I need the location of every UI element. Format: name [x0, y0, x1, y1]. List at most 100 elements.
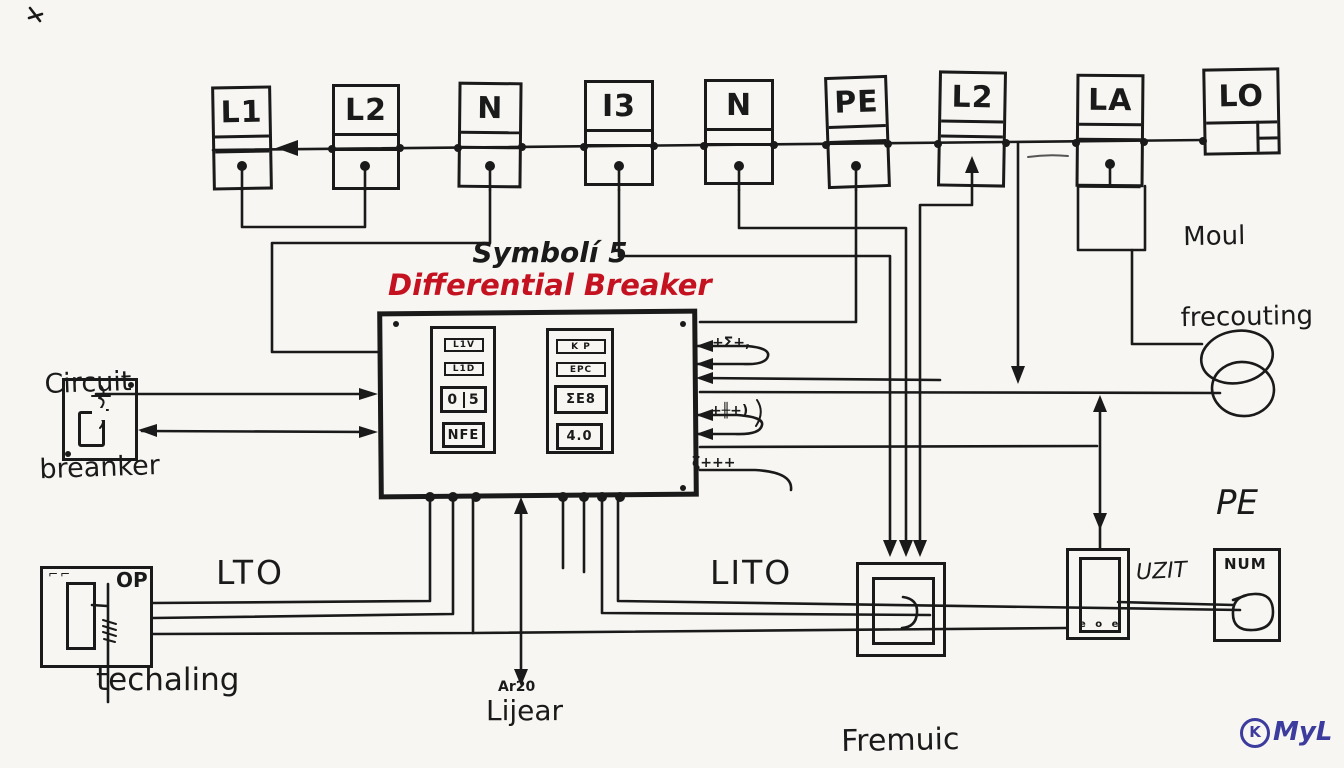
terminal-block-n5: N [704, 79, 774, 185]
fremuic-arrowhead-3 [913, 540, 927, 557]
breaker-to-coil-wire [698, 390, 1222, 395]
n3-to-breaker-wire [270, 188, 492, 354]
right-arrow-up [1093, 395, 1107, 412]
techaling-label: techaling [96, 662, 240, 698]
signature-name: MyL [1273, 717, 1333, 748]
breaker-squiggle-3 [698, 468, 793, 492]
stray-mark [27, 6, 44, 23]
techaling-box [40, 566, 153, 668]
uzit-eoe-marks: e o e [1079, 619, 1122, 630]
terminal-block-pe: PE [824, 74, 891, 190]
terminal-label: N [707, 82, 771, 131]
fremuic-arrowhead-2 [899, 540, 913, 557]
bottom-wire-3-right [471, 626, 1068, 635]
terminal-block-lo: LO [1202, 67, 1281, 156]
bus-drop-arrowhead [1011, 366, 1025, 384]
ar20-label: Ar20 [498, 679, 536, 695]
breaker-right-wire [698, 376, 942, 382]
terminal-label: L1 [214, 88, 269, 139]
circuit-breaker-box [62, 378, 138, 461]
pe-label: PE [1216, 483, 1258, 523]
l2b-drop-wire [918, 160, 974, 546]
arrowheads [138, 140, 1107, 686]
breaker-loop-1 [695, 344, 770, 366]
lo-step-line-2 [1256, 136, 1278, 140]
op-label: OP [116, 568, 148, 592]
i3-drop-wire [617, 188, 892, 546]
center-arrow-down [514, 669, 528, 686]
breaker-to-uzit-wire [698, 444, 1099, 449]
differential-breaker-title: Differential Breaker [388, 268, 712, 302]
fremuic-label: Fremuic panel [840, 721, 960, 760]
pe-to-breaker-wire [698, 188, 858, 324]
l1-l2-link-wire [240, 188, 367, 229]
side-scribble-3: ζ+++ [692, 455, 736, 471]
uzit-label: UZIT [1135, 557, 1188, 586]
breaker-display-row: K P [556, 339, 606, 354]
fremuic-inner-box [872, 577, 935, 645]
fremuic-hook-icon [900, 595, 919, 630]
bottom-wire-1 [151, 495, 432, 605]
terminal-block-l2: L2 [332, 84, 400, 190]
uzit-inner-box [1079, 557, 1121, 633]
breaker-loop-2 [695, 413, 764, 436]
lto-label: LTO [216, 553, 285, 592]
right-arrow-down [1093, 513, 1107, 530]
bottom-wire-5 [600, 495, 932, 617]
lijear-label: Lijear [486, 694, 564, 727]
terminal-label: L2 [335, 87, 397, 136]
terminal-band [215, 137, 270, 154]
cb-inner-notch [92, 408, 106, 420]
terminal-label: I3 [587, 83, 651, 132]
l2b-up-arrowhead [965, 156, 979, 173]
breaker-display-row: ΣE8 [554, 385, 608, 414]
uzit-box [1066, 548, 1130, 640]
breaker-display-row: L1D [444, 362, 484, 376]
terminal-block-l1: L1 [211, 85, 273, 191]
fremuic-arrowhead-1 [883, 540, 897, 557]
la-to-coil-wire [1130, 248, 1204, 346]
la-extension-box [1076, 184, 1147, 252]
side-scribble-1: +Σ+, [712, 335, 751, 351]
signature-circle-k-icon: K [1240, 718, 1270, 748]
symbol-title: Symbolí 5 [472, 236, 628, 269]
breaker-left-panel: L1V L1D 0 5 NFE [430, 326, 496, 454]
breaker-switch: 0 5 [440, 386, 487, 413]
techaling-inner-rect [66, 582, 96, 650]
lito-label: LITO [710, 553, 793, 592]
techaling-hatch-scribble [102, 619, 117, 643]
breaker-display-row: EPC [556, 362, 606, 377]
fremuic-panel-box [856, 562, 946, 657]
terminal-label: LA [1079, 76, 1142, 127]
bus-smudge-mark [1027, 154, 1069, 158]
terminal-label: L2 [941, 73, 1004, 124]
differential-breaker-box [377, 308, 699, 500]
terminal-block-l2b: L2 [936, 70, 1008, 188]
transformer-coils-icon [1199, 329, 1276, 418]
cb-arrow-wire-2 [140, 429, 374, 434]
circuit-breaker-label: Circuit breanker [38, 365, 161, 485]
num-label: NUM [1224, 555, 1267, 573]
signature: K MyL [1240, 718, 1332, 748]
moul-note: Moul frecouting [1180, 220, 1314, 334]
bottom-wire-4 [616, 495, 1242, 612]
terminal-block-la: LA [1075, 73, 1145, 189]
terminal-block-i3: I3 [584, 80, 654, 186]
techaling-tick-marks: ⌐⌐ [48, 567, 73, 581]
num-box: NUM [1213, 548, 1281, 642]
cb-inner-shape [78, 411, 105, 447]
n5-drop-wire [737, 188, 908, 546]
breaker-right-panel: K P EPC ΣE8 4.0 [546, 328, 614, 454]
breaker-bracket-mark [755, 399, 762, 427]
terminal-label: LO [1205, 70, 1278, 125]
breaker-display-row: L1V [444, 338, 484, 352]
bottom-wire-2 [151, 495, 455, 620]
num-blob-icon [1231, 592, 1275, 632]
terminal-label: PE [827, 78, 886, 129]
center-arrow-up [514, 497, 528, 514]
terminal-label: N [461, 84, 520, 135]
breaker-nfe-box: NFE [442, 422, 485, 448]
side-scribble-2: +╫+) [710, 403, 749, 419]
